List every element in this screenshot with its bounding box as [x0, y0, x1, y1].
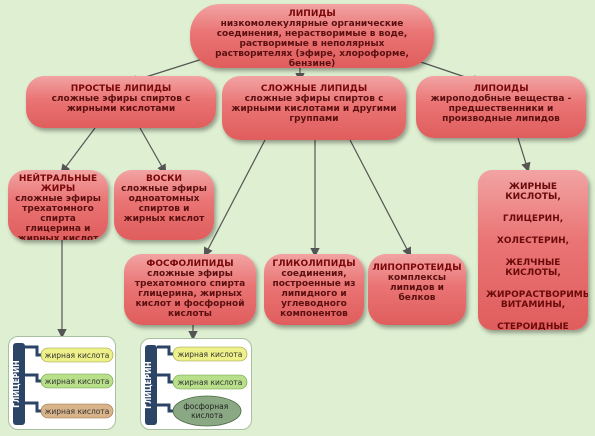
arrow-complex-to-phospholipids	[203, 139, 266, 258]
node-title: ВОСКИ	[145, 174, 182, 184]
arrow-lipoids-to-list	[517, 137, 531, 173]
fatty-acid-chain	[172, 374, 248, 390]
node-description: низкомолекулярные органические соединени…	[215, 19, 409, 68]
node-description: соединения, построенные из липидного и у…	[272, 269, 356, 319]
fatty-acid-label: жирная кислота	[178, 378, 243, 387]
node-description: комплексы липидов и белков	[387, 273, 447, 303]
lipoid-examples-list: ЖИРНЫЕ КИСЛОТЫ, ГЛИЦЕРИН, ХОЛЕСТЕРИН, ЖЕ…	[478, 170, 588, 330]
phosphate-label-line-1: фосфорная	[183, 402, 228, 411]
node-description: сложные эфиры трехатомного спирта глицер…	[134, 269, 246, 319]
fatty-acid-chain	[40, 403, 114, 419]
fatty-acid-label: жирная кислота	[45, 407, 110, 416]
node-title: ГЛИКОЛИПИДЫ	[272, 259, 356, 269]
node-title: СЛОЖНЫЕ ЛИПИДЫ	[260, 84, 368, 94]
backbone-arm	[25, 401, 43, 413]
glycerol-backbone	[13, 343, 25, 425]
neutral-fat-structure: ГЛИЦЕРИН жирная кислота жирная кислота ж…	[12, 343, 114, 425]
backbone-arm	[25, 345, 43, 357]
fatty-acid-label: жирная кислота	[45, 351, 110, 360]
fatty-acid-chain	[40, 373, 114, 389]
node-lipoproteins: ЛИПОПРОТЕИДЫ комплексы липидов и белков	[368, 254, 466, 325]
phospholipid-structure: ГЛИЦЕРИН жирная кислота жирная кислота ф…	[144, 345, 248, 427]
backbone-arm	[25, 373, 43, 383]
neutral-fat-structure-panel: ГЛИЦЕРИН жирная кислота жирная кислота ж…	[8, 336, 116, 430]
node-title: НЕЙТРАЛЬНЫЕ ЖИРЫ	[18, 174, 98, 194]
node-description: сложные эфиры спиртов с жирными кислотам…	[231, 94, 397, 124]
node-lipids: ЛИПИДЫ низкомолекулярные органические со…	[190, 4, 434, 68]
phosphate-label-line-2: кислота	[191, 411, 223, 420]
phosphate-label: фосфорная кислота	[183, 402, 230, 420]
backbone-arm	[157, 373, 175, 384]
node-waxes: ВОСКИ сложные эфиры одноатомных спиртов …	[114, 170, 214, 240]
node-lipoids: ЛИПОИДЫ жироподобные вещества - предшест…	[416, 76, 586, 138]
backbone-arm	[157, 403, 175, 413]
fatty-acid-label: жирная кислота	[178, 350, 243, 359]
lipoid-item: ЖЕЛЧНЫЕ КИСЛОТЫ,	[505, 258, 561, 278]
arrow-complex-to-lipoproteins	[349, 139, 412, 258]
phospholipid-structure-panel: ГЛИЦЕРИН жирная кислота жирная кислота ф…	[140, 338, 252, 430]
arrow-simple-to-neutral	[60, 127, 96, 174]
node-title: ФОСФОЛИПИДЫ	[146, 259, 234, 269]
glycerol-backbone	[145, 345, 157, 425]
fatty-acid-chain	[172, 346, 248, 362]
fatty-acid-chain	[40, 347, 114, 363]
lipoid-item: ЖИРОРАСТВОРИМЫЕ ВИТАМИНЫ,	[486, 290, 588, 310]
node-description: жироподобные вещества - предшественники …	[430, 94, 572, 124]
node-title: ЛИПОПРОТЕИДЫ	[372, 263, 462, 273]
node-title: ПРОСТЫЕ ЛИПИДЫ	[70, 84, 172, 94]
node-description: сложные эфиры спиртов с жирными кислотам…	[51, 94, 191, 114]
node-title: ЛИПОИДЫ	[473, 84, 529, 94]
glycerol-label: ГЛИЦЕРИН	[12, 360, 21, 407]
node-title: ЛИПИДЫ	[288, 9, 336, 19]
node-complex-lipids: СЛОЖНЫЕ ЛИПИДЫ сложные эфиры спиртов с ж…	[222, 76, 406, 140]
node-phospholipids: ФОСФОЛИПИДЫ сложные эфиры трехатомного с…	[124, 254, 256, 325]
arrow-simple-to-waxes	[139, 127, 167, 175]
lipoid-item: СТЕРОИДНЫЕ ГОРМОНЫ и др.	[497, 322, 569, 330]
backbone-arm	[157, 345, 175, 356]
fatty-acid-label: жирная кислота	[45, 377, 110, 386]
lipoid-item: ГЛИЦЕРИН,	[502, 214, 564, 224]
phosphate-group	[172, 395, 242, 427]
node-description: сложные эфиры трехатомного спирта глицер…	[15, 194, 101, 240]
lipoid-item: ХОЛЕСТЕРИН,	[496, 236, 570, 246]
lipoid-item: ЖИРНЫЕ КИСЛОТЫ,	[505, 182, 561, 202]
node-glycolipids: ГЛИКОЛИПИДЫ соединения, построенные из л…	[264, 254, 364, 325]
glycerol-label: ГЛИЦЕРИН	[144, 361, 153, 408]
node-neutral-fats: НЕЙТРАЛЬНЫЕ ЖИРЫ сложные эфиры трехатомн…	[8, 170, 108, 240]
node-simple-lipids: ПРОСТЫЕ ЛИПИДЫ сложные эфиры спиртов с ж…	[26, 76, 216, 128]
node-description: сложные эфиры одноатомных спиртов и жирн…	[121, 184, 207, 224]
